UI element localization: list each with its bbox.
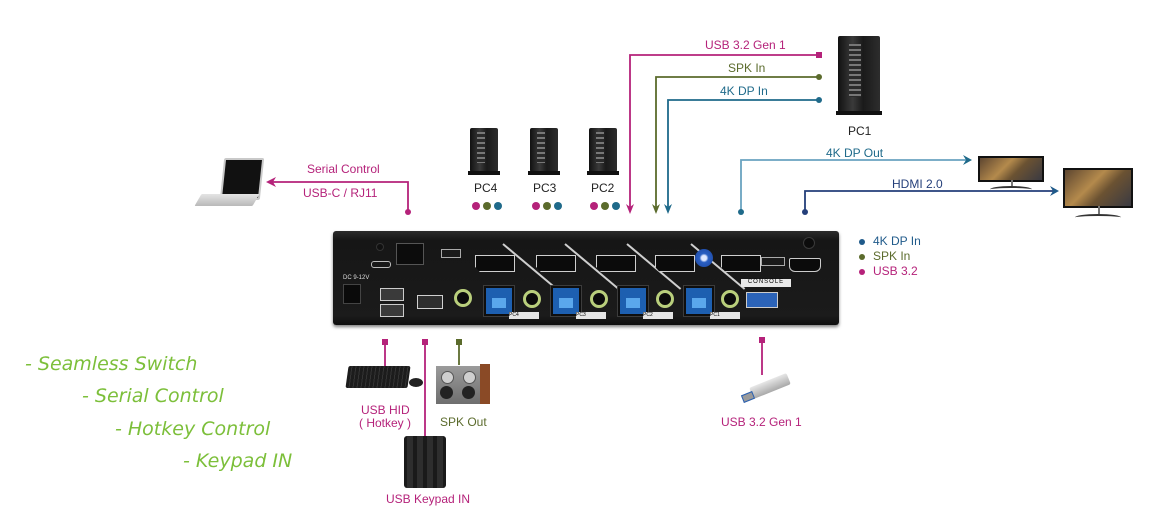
usb-hid-port-2 (380, 304, 404, 317)
port-label-pc3: PC3 (576, 312, 606, 319)
label-hdmi: HDMI 2.0 (892, 177, 943, 191)
dp-out-console-port (721, 255, 761, 272)
label-serial-control: Serial Control (307, 162, 380, 176)
legend-dp-in: 4K DP In (859, 234, 921, 248)
wire-usb-gen1-in (629, 54, 819, 207)
audio-in-jack-pc4 (523, 290, 541, 308)
label-usb-hid-hotkey: ( Hotkey ) (359, 416, 412, 430)
rotary-selector[interactable] (695, 249, 713, 267)
pc1-label: PC1 (848, 124, 872, 138)
dc-label: DC 9-12V (343, 275, 370, 281)
wire-hdmi (804, 190, 1055, 212)
port-label-pc4: PC4 (509, 312, 539, 319)
label-usb-hid: USB HID (361, 403, 410, 417)
dp-in-port-pc2 (596, 255, 636, 272)
monitor-icon (978, 156, 1044, 190)
usb-b-port-pc1 (684, 286, 714, 316)
tower-pc-icon (836, 36, 882, 115)
hdmi-out-port (789, 258, 821, 272)
legend-usb: USB 3.2 (859, 264, 918, 278)
label-spk-in: SPK In (728, 61, 766, 75)
port-label-pc2: PC2 (643, 312, 673, 319)
wire-dp-in (667, 99, 819, 207)
usb-b-port-pc2 (618, 286, 648, 316)
pc3-label: PC3 (533, 181, 557, 195)
reset-button (376, 243, 384, 251)
tower-pc-icon (468, 128, 500, 175)
console-label: CONSOLE (741, 279, 791, 287)
dc-power-jack (343, 284, 361, 304)
usb-drive-icon (740, 372, 796, 403)
console-dip-switch (761, 257, 785, 266)
label-spk-out: SPK Out (440, 415, 487, 429)
tower-pc-icon (528, 128, 560, 175)
usb-a-console-port (746, 292, 778, 308)
dp-in-port-pc1 (655, 255, 695, 272)
wire-serial (270, 181, 409, 212)
dip-switch (441, 249, 461, 258)
audio-in-jack-pc3 (590, 290, 608, 308)
kvm-switch-rear-panel: DC 9-12V PC4 PC3 PC2 PC1 CONSOLE (333, 231, 839, 325)
keyboard-mouse-icon (345, 366, 423, 394)
keypad-icon (404, 436, 446, 488)
pc4-label: PC4 (474, 181, 498, 195)
mic-jack (803, 237, 815, 249)
usb-c-config-port (371, 261, 391, 268)
monitor-icon (1063, 168, 1133, 220)
audio-in-jack-pc1 (721, 290, 739, 308)
label-usb-keypad: USB Keypad IN (386, 492, 471, 506)
feature-seamless-switch: - Seamless Switch (25, 353, 198, 375)
label-usb-gen1-in: USB 3.2 Gen 1 (705, 38, 786, 52)
feature-serial-control: - Serial Control (82, 385, 224, 407)
pc3-port-dots (532, 197, 565, 215)
legend-dot (859, 238, 865, 245)
wire-spk-in (655, 76, 819, 207)
usb-b-port-pc3 (551, 286, 581, 316)
wire-dp-out (740, 159, 968, 212)
speaker-icon (436, 364, 490, 406)
port-label-pc1: PC1 (710, 312, 740, 319)
label-dp-out: 4K DP Out (826, 146, 884, 160)
pc2-label: PC2 (591, 181, 615, 195)
audio-in-jack-pc2 (656, 290, 674, 308)
dp-in-port-pc4 (475, 255, 515, 272)
tower-pc-icon (587, 128, 619, 175)
spk-out-jack (454, 289, 472, 307)
pc2-port-dots (590, 197, 623, 215)
usb-hid-port-1 (380, 288, 404, 301)
usb-keypad-port (417, 295, 443, 309)
legend-dot (859, 253, 865, 260)
rj11-serial-port (396, 243, 424, 265)
usb-b-port-pc4 (484, 286, 514, 316)
feature-hotkey-control: - Hotkey Control (115, 418, 271, 440)
feature-keypad-in: - Keypad IN (183, 450, 293, 472)
dp-in-port-pc3 (536, 255, 576, 272)
label-usb-drive: USB 3.2 Gen 1 (721, 415, 802, 429)
label-dp-in: 4K DP In (720, 84, 768, 98)
legend-spk-in: SPK In (859, 249, 910, 263)
pc4-port-dots (472, 197, 505, 215)
label-serial-ports: USB-C / RJ11 (303, 186, 378, 200)
laptop-icon (194, 158, 265, 210)
legend-dot (859, 268, 865, 275)
